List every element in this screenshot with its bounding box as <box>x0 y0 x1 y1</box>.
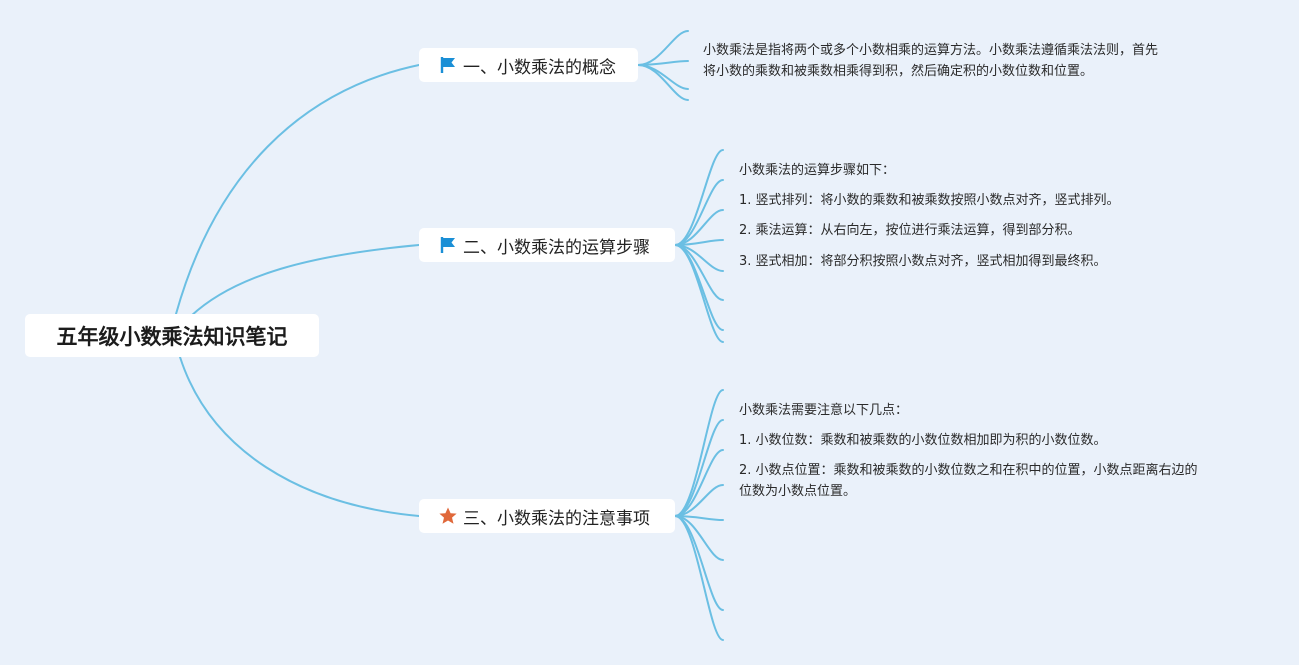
branch-notes[interactable]: 三、小数乘法的注意事项 <box>419 499 675 533</box>
connector-root-concept <box>175 64 420 315</box>
connector-steps-leaf-1 <box>674 149 724 246</box>
cautions-note-2-cont: 位数为小数点位置。 <box>739 484 857 499</box>
connector-steps-leaf-6 <box>674 244 724 301</box>
steps-note-3: 3. 竖式相加：将部分积按照小数点对齐，竖式相加得到最终积。 <box>739 254 1107 269</box>
cautions-note-intro: 小数乘法需要注意以下几点： <box>739 403 909 418</box>
steps-note-1: 1. 竖式排列：将小数的乘数和被乘数按照小数点对齐，竖式排列。 <box>739 193 1120 208</box>
connector-concept-leaf-1 <box>637 30 689 66</box>
connector-steps-leaf-2 <box>674 179 724 246</box>
connector-concept-leaf-3 <box>637 64 689 90</box>
connector-notes-leaf-3 <box>674 449 724 517</box>
root-topic-label: 五年级小数乘法知识笔记 <box>56 324 288 349</box>
connector-notes-leaf-4 <box>674 484 724 517</box>
branch-steps-label: 二、小数乘法的运算步骤 <box>463 237 650 258</box>
concept-note-line-2: 将小数的乘数和被乘数相乘得到积，然后确定积的小数位数和位置。 <box>703 64 1094 79</box>
branch-concept[interactable]: 一、小数乘法的概念 <box>419 48 638 82</box>
star-icon <box>437 505 459 527</box>
steps-note-intro: 小数乘法的运算步骤如下： <box>739 163 896 178</box>
connector-concept-leaf-4 <box>637 64 689 101</box>
connector-root-notes <box>179 356 420 517</box>
connector-notes-leaf-1 <box>674 389 724 517</box>
steps-note-2: 2. 乘法运算：从右向左，按位进行乘法运算，得到部分积。 <box>739 223 1081 238</box>
root-topic[interactable]: 五年级小数乘法知识笔记 <box>25 314 319 357</box>
cautions-note-2: 2. 小数点位置：乘数和被乘数的小数位数之和在积中的位置，小数点距离右边的 <box>739 463 1198 478</box>
flag-icon <box>437 234 459 256</box>
branch-concept-label: 一、小数乘法的概念 <box>463 57 616 78</box>
connector-notes-leaf-6 <box>674 515 724 561</box>
connector-notes-leaf-8 <box>674 515 724 641</box>
branch-steps[interactable]: 二、小数乘法的运算步骤 <box>419 228 675 262</box>
concept-note-line-1: 小数乘法是指将两个或多个小数相乘的运算方法。小数乘法遵循乘法法则，首先 <box>703 43 1159 58</box>
connector-steps-leaf-8 <box>674 244 724 343</box>
branch-notes-label: 三、小数乘法的注意事项 <box>463 508 650 529</box>
flag-icon <box>437 54 459 76</box>
connector-root-steps <box>190 244 420 317</box>
cautions-note-1: 1. 小数位数：乘数和被乘数的小数位数相加即为积的小数位数。 <box>739 433 1107 448</box>
connector-notes-leaf-2 <box>674 419 724 517</box>
